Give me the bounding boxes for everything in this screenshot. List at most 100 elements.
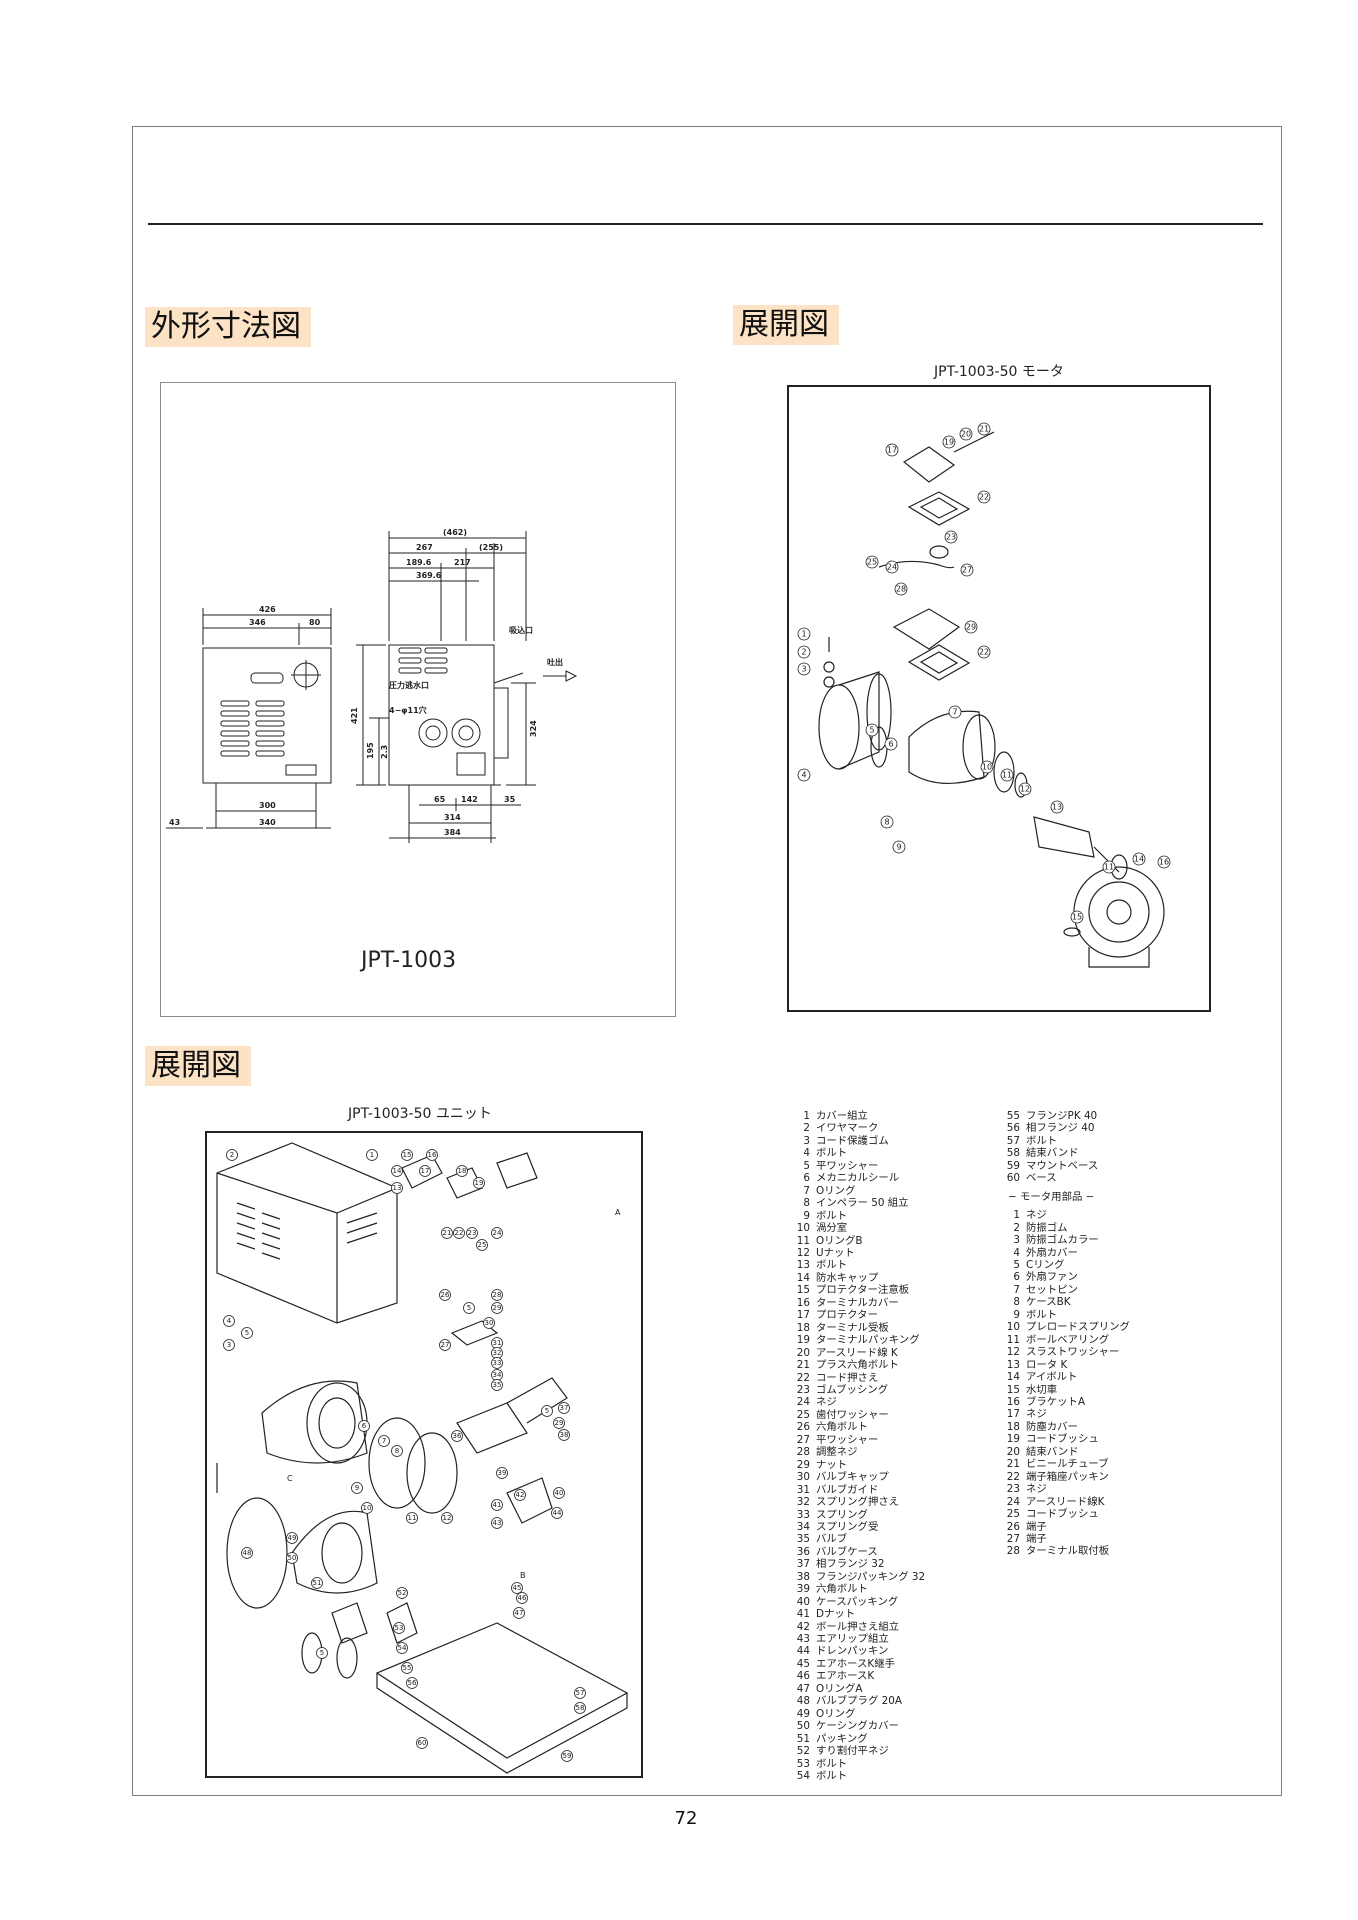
callout-label: 3 xyxy=(227,1341,231,1349)
part-number: 9 xyxy=(1013,1308,1020,1321)
part-name: 水切車 xyxy=(1026,1383,1058,1396)
callout-label: 5 xyxy=(245,1329,249,1337)
part-name: ネジ xyxy=(816,1396,837,1409)
part-number: 1 xyxy=(1013,1209,1020,1222)
part-name: パッキング xyxy=(816,1732,868,1745)
part-name: カバー組立 xyxy=(816,1110,868,1122)
part-number: 17 xyxy=(796,1309,810,1322)
callout-label: 5 xyxy=(320,1649,324,1657)
part-number: 9 xyxy=(803,1209,810,1222)
part-number: 42 xyxy=(796,1620,810,1633)
callout-label: 52 xyxy=(398,1589,407,1597)
part-name: ターミナルカバー xyxy=(816,1296,899,1309)
label-suction: 吸込口 xyxy=(509,625,533,635)
callout-label: 4 xyxy=(801,770,806,779)
callout-label: 9 xyxy=(355,1484,359,1492)
model-label: JPT-1003 xyxy=(361,948,457,973)
callout-label: 23 xyxy=(468,1229,477,1237)
part-number: 1 xyxy=(803,1110,810,1122)
callout-bubble xyxy=(948,705,962,719)
part-name: エアリップ組立 xyxy=(816,1633,889,1646)
part-item: 1 カバー組立 xyxy=(790,1110,925,1122)
callout-label: 56 xyxy=(408,1679,417,1687)
callout-label: 19 xyxy=(475,1179,484,1187)
part-name: すり割付平ネジ xyxy=(816,1745,889,1758)
part-name: 防塵カバー xyxy=(1026,1420,1078,1433)
callout-bubble xyxy=(241,1327,253,1339)
part-number: 4 xyxy=(803,1147,810,1160)
part-name: OリングA xyxy=(816,1682,863,1695)
callout-label: 60 xyxy=(418,1739,427,1747)
part-name: 端子箱座パッキン xyxy=(1026,1470,1109,1483)
part-name: ネジ xyxy=(1026,1483,1047,1496)
callout-bubble xyxy=(441,1227,453,1239)
callout-label: 21 xyxy=(443,1229,452,1237)
part-name: スラストワッシャー xyxy=(1026,1346,1120,1359)
part-number: 25 xyxy=(796,1408,810,1421)
callout-bubble xyxy=(960,563,974,577)
dim-side-b: (255) xyxy=(479,543,503,552)
part-name: プラス六角ボルト xyxy=(816,1359,899,1372)
callout-label: 16 xyxy=(1159,857,1169,866)
callout-label: 26 xyxy=(441,1291,450,1299)
part-name: ボールベアリング xyxy=(1026,1333,1110,1346)
part-item: 30 バルブキャップ xyxy=(790,1471,925,1483)
callout-bubble xyxy=(865,723,879,737)
part-number: 54 xyxy=(796,1770,810,1783)
part-number: 40 xyxy=(796,1595,810,1608)
part-number: 23 xyxy=(1006,1483,1020,1496)
callout-bubble xyxy=(942,435,956,449)
part-number: 21 xyxy=(796,1359,810,1372)
part-name: ボール押さえ組立 xyxy=(816,1620,900,1633)
dim-front-base2: 340 xyxy=(259,818,276,827)
part-number: 10 xyxy=(1006,1321,1020,1334)
callout-bubble xyxy=(561,1750,573,1762)
callout-label: 10 xyxy=(982,762,992,771)
callout-bubble xyxy=(463,1302,475,1314)
callout-bubble xyxy=(491,1302,503,1314)
caption-motor: JPT-1003-50 モータ xyxy=(934,364,1064,380)
callout-label: 37 xyxy=(560,1404,569,1412)
part-number: 26 xyxy=(1006,1520,1020,1533)
part-number: 18 xyxy=(796,1321,810,1334)
callout-bubble xyxy=(351,1482,363,1494)
part-name: ゴムブッシング xyxy=(816,1383,889,1396)
callout-bubble xyxy=(406,1677,418,1689)
part-number: 27 xyxy=(796,1433,810,1446)
callout-label: 25 xyxy=(867,557,877,566)
callout-bubble xyxy=(473,1177,485,1189)
callout-bubble xyxy=(797,768,811,782)
part-name: バルブキャップ xyxy=(816,1471,889,1484)
dim-side-h4: 324 xyxy=(529,720,538,737)
callout-label: 36 xyxy=(453,1432,462,1440)
callout-bubble xyxy=(396,1587,408,1599)
part-number: 8 xyxy=(1013,1296,1020,1309)
part-number: 43 xyxy=(796,1633,810,1646)
header-rule xyxy=(148,223,1263,225)
part-name: ボルト xyxy=(816,1209,848,1222)
callout-bubble xyxy=(366,1149,378,1161)
part-number: 30 xyxy=(796,1471,810,1484)
part-name: バルブケース xyxy=(816,1545,878,1558)
part-number: 24 xyxy=(1006,1495,1020,1508)
callout-label: 12 xyxy=(443,1514,452,1522)
callout-bubble xyxy=(223,1339,235,1351)
callout-bubble xyxy=(574,1702,586,1714)
callout-label: 17 xyxy=(887,445,897,454)
part-name: Dナット xyxy=(816,1608,856,1621)
